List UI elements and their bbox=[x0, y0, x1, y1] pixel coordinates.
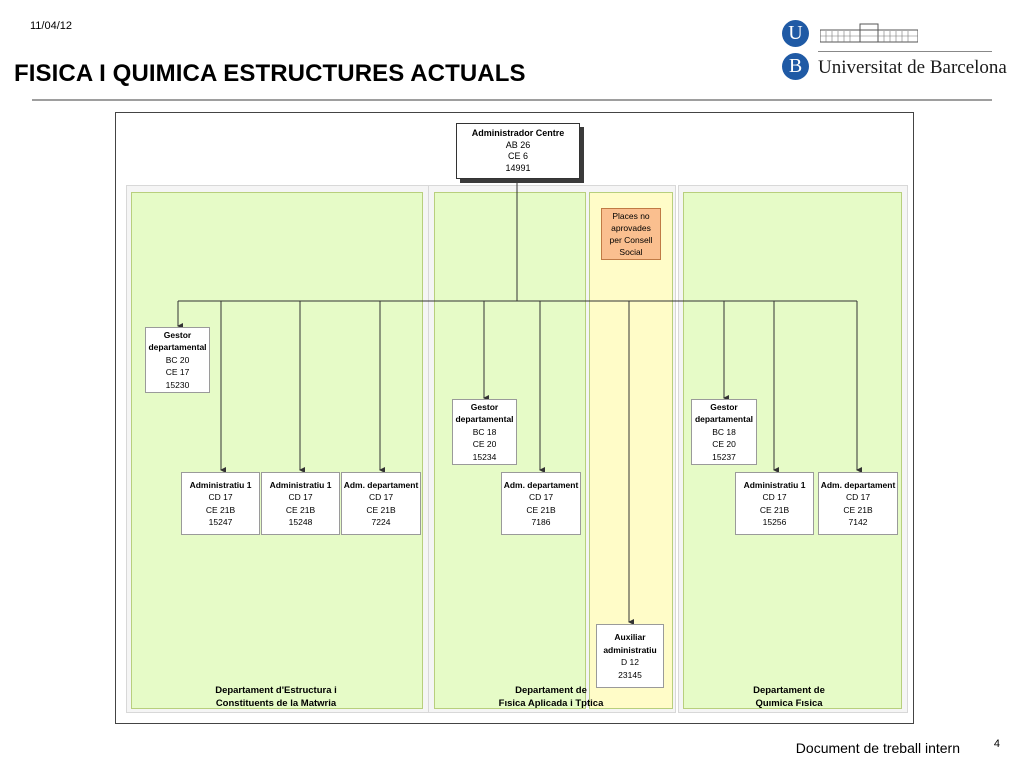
note-line: Places no bbox=[612, 211, 650, 221]
box-role: departamental bbox=[694, 414, 754, 425]
box-line: 14991 bbox=[505, 162, 531, 173]
box-role: Gestor bbox=[163, 329, 192, 340]
box-line: CD 17 bbox=[528, 492, 554, 502]
box-line: BC 20 bbox=[165, 354, 190, 365]
box-administrador-centre: Administrador Centre AB 26 CE 6 14991 bbox=[456, 123, 580, 179]
box-line: BC 18 bbox=[712, 426, 736, 437]
box-administratiu-15247: Administratiu 1 CD 17 CE 21B 15247 bbox=[181, 472, 260, 535]
box-adm-departament-7142: Adm. departament CD 17 CE 21B 7142 bbox=[818, 472, 898, 535]
university-name: Universitat de Barcelona bbox=[818, 57, 1007, 78]
connector-lines bbox=[177, 179, 862, 625]
footer-note: Document de treball intern bbox=[795, 740, 960, 756]
box-role: administratiu bbox=[603, 644, 657, 655]
note-line: per Consell bbox=[609, 235, 653, 245]
dept-line: Constituents de la Matwria bbox=[215, 698, 337, 709]
box-role: departamental bbox=[455, 414, 514, 425]
box-gestor-15237: Gestor departamental BC 18 CE 20 15237 bbox=[691, 399, 757, 465]
box-line: BC 18 bbox=[472, 426, 497, 437]
box-role: Administratiu 1 bbox=[743, 479, 806, 490]
dept-line: Departament de bbox=[515, 685, 587, 696]
box-gestor-15234: Gestor departamental BC 18 CE 20 15234 bbox=[452, 399, 517, 465]
box-line: CD 17 bbox=[762, 492, 787, 502]
box-line: CD 17 bbox=[208, 492, 233, 502]
dept-line: Fısica Aplicada i Tptica bbox=[498, 698, 604, 709]
box-line: CE 21B bbox=[285, 504, 316, 515]
dept-label-estructura: Departament d'Estructura i Constituents … bbox=[156, 684, 396, 710]
box-line: CE 17 bbox=[165, 367, 190, 378]
logo-b-disc: B bbox=[782, 53, 809, 80]
box-auxiliar-23145: Auxiliar administratiu D 12 23145 bbox=[596, 624, 664, 688]
note-places-no-aprovades: Places no aprovades per Consell Social bbox=[601, 208, 661, 260]
box-adm-departament-7186: Adm. departament CD 17 CE 21B 7186 bbox=[501, 472, 581, 535]
box-role: Gestor bbox=[710, 401, 738, 412]
box-line: CE 20 bbox=[712, 439, 736, 450]
box-adm-departament-7224: Adm. departament CD 17 CE 21B 7224 bbox=[341, 472, 421, 535]
box-line: CE 20 bbox=[472, 439, 497, 450]
box-line: 15230 bbox=[165, 379, 190, 390]
box-line: 15234 bbox=[472, 451, 497, 462]
box-role: Adm. departament bbox=[343, 479, 419, 490]
box-line: 7224 bbox=[371, 517, 391, 527]
logo-divider bbox=[818, 51, 992, 52]
dept-line: Departament d'Estructura i bbox=[215, 685, 337, 696]
note-line: aprovades bbox=[611, 223, 651, 233]
box-line: D 12 bbox=[621, 657, 639, 667]
box-line: CE 21B bbox=[759, 504, 790, 515]
box-role: Adm. departament bbox=[820, 479, 896, 490]
box-line: CE 21B bbox=[526, 504, 556, 515]
page-title: FISICA I QUIMICA ESTRUCTURES ACTUALS bbox=[14, 60, 526, 87]
box-line: 15237 bbox=[712, 451, 736, 462]
box-administratiu-15256: Administratiu 1 CD 17 CE 21B 15256 bbox=[735, 472, 814, 535]
box-role: Adm. departament bbox=[503, 479, 579, 490]
dept-line: Quımica Fısica bbox=[755, 698, 823, 709]
box-line: CD 17 bbox=[288, 492, 313, 502]
building-icon bbox=[819, 22, 919, 44]
box-line: 15247 bbox=[208, 517, 233, 527]
box-line: AB 26 bbox=[505, 139, 531, 150]
logo-u-disc: U bbox=[782, 20, 809, 47]
box-line: CE 6 bbox=[507, 151, 528, 161]
box-line: CE 21B bbox=[843, 504, 873, 515]
dept-label-quimica-fisica: Departament de Quımica Fısica bbox=[719, 684, 859, 710]
box-line: 23145 bbox=[618, 669, 642, 680]
university-logo: U B Universitat de Barcelona bbox=[782, 20, 1007, 80]
box-role: Administrador Centre bbox=[471, 128, 565, 138]
date-label: 11/04/12 bbox=[30, 20, 73, 32]
box-line: CE 21B bbox=[205, 504, 236, 515]
box-line: CD 17 bbox=[368, 492, 394, 502]
panel-estructura-constituents bbox=[131, 192, 423, 709]
org-chart: Administrador Centre AB 26 CE 6 14991 Pl… bbox=[115, 112, 914, 724]
box-line: 15256 bbox=[762, 517, 787, 527]
box-line: 15248 bbox=[288, 517, 313, 527]
box-role: Gestor bbox=[470, 401, 499, 412]
box-line: 7186 bbox=[531, 517, 551, 527]
dept-line: Departament de bbox=[753, 685, 825, 696]
box-role: Administratiu 1 bbox=[189, 479, 252, 490]
box-role: departamental bbox=[148, 342, 207, 353]
box-gestor-15230: Gestor departamental BC 20 CE 17 15230 bbox=[145, 327, 210, 393]
box-administratiu-15248: Administratiu 1 CD 17 CE 21B 15248 bbox=[261, 472, 340, 535]
page-number: 4 bbox=[993, 738, 1000, 750]
dept-label-fisica-aplicada: Departament de Fısica Aplicada i Tptica bbox=[461, 684, 641, 710]
header-divider bbox=[32, 99, 992, 101]
box-line: CE 21B bbox=[366, 504, 396, 515]
box-line: 7142 bbox=[848, 517, 868, 527]
note-line: Social bbox=[619, 247, 643, 257]
box-line: CD 17 bbox=[845, 492, 871, 502]
box-role: Auxiliar bbox=[614, 632, 646, 642]
box-role: Administratiu 1 bbox=[269, 479, 332, 490]
